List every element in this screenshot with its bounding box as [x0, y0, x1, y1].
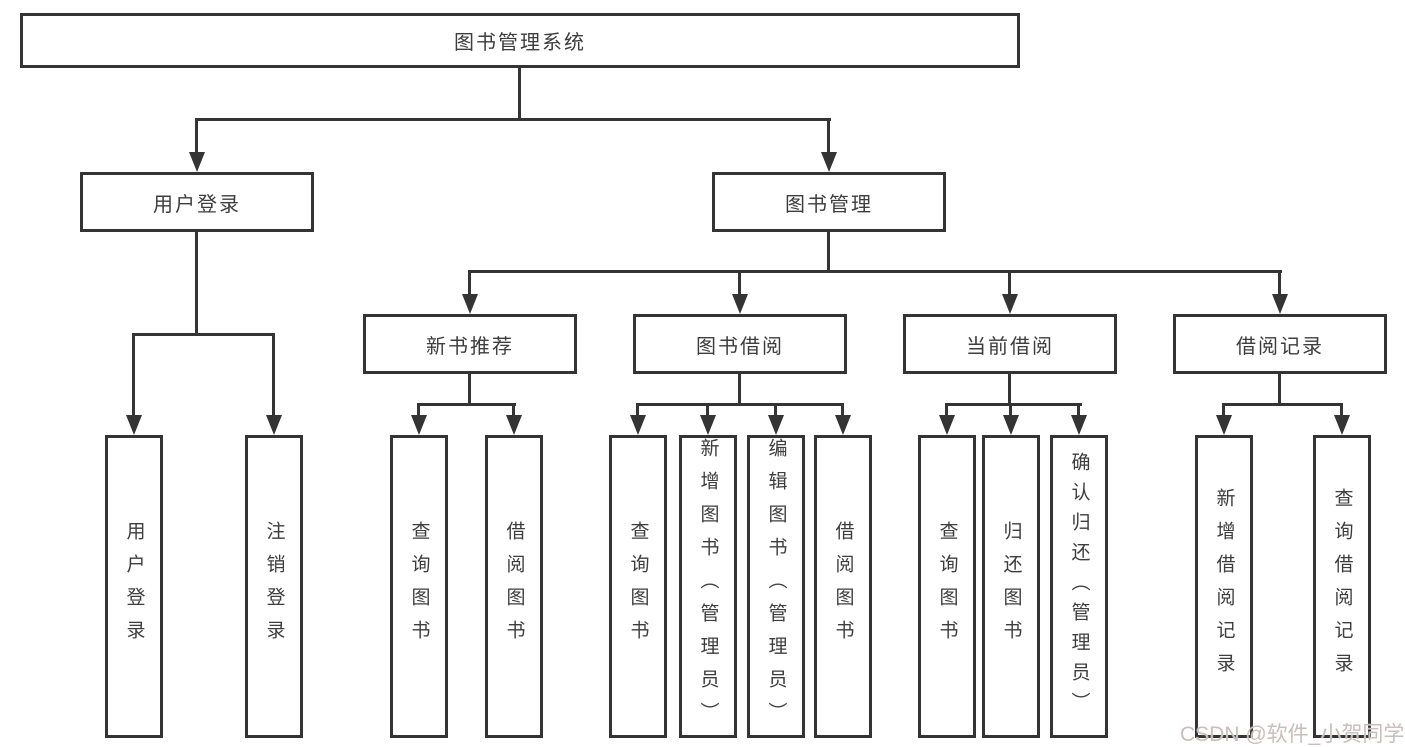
connector-vline	[195, 118, 198, 154]
leaf-borrow-books-recommend-label: 借阅图书	[503, 520, 525, 653]
connector-hline	[636, 403, 844, 406]
arrow-down-icon	[189, 152, 205, 172]
leaf-borrow-books-borrowing: 借阅图书	[814, 435, 872, 738]
connector-vline	[1222, 403, 1225, 417]
connector-hline	[468, 270, 1282, 273]
connector-vline	[738, 270, 741, 296]
connector-vline	[1278, 374, 1281, 405]
connector-vline	[827, 232, 830, 272]
arrow-down-icon	[411, 415, 427, 435]
leaf-query-books-current: 查询图书	[918, 435, 976, 738]
arrow-down-icon	[821, 152, 837, 172]
arrow-down-icon	[768, 415, 784, 435]
connector-hline	[132, 333, 275, 336]
node-current-borrowing-label: 当前借阅	[966, 335, 1054, 358]
connector-hline	[417, 403, 516, 406]
node-library-system-label: 图书管理系统	[454, 32, 586, 54]
leaf-user-login-label: 用户登录	[123, 520, 145, 653]
connector-hline	[945, 403, 1082, 406]
node-book-borrowing-label: 图书借阅	[696, 335, 784, 358]
leaf-query-books-recommend-label: 查询图书	[408, 520, 430, 653]
connector-vline	[468, 270, 471, 296]
leaf-logout: 注销登录	[245, 435, 303, 738]
leaf-query-books-current-label: 查询图书	[936, 520, 958, 653]
node-user-login-label: 用户登录	[153, 193, 241, 216]
leaf-query-books-borrowing: 查询图书	[609, 435, 667, 738]
connector-vline	[1008, 270, 1011, 296]
connector-vline	[468, 374, 471, 405]
node-user-login: 用户登录	[80, 172, 314, 232]
leaf-return-book-label: 归还图书	[1000, 520, 1022, 653]
arrow-down-icon	[266, 415, 282, 435]
leaf-confirm-return-admin-label: 确认归还（管理员）	[1068, 451, 1090, 722]
leaf-logout-label: 注销登录	[263, 520, 285, 653]
arrow-down-icon	[700, 415, 716, 435]
connector-vline	[1009, 403, 1012, 417]
node-new-book-recommendation: 新书推荐	[363, 314, 577, 374]
arrow-down-icon	[1216, 415, 1232, 435]
node-book-management: 图书管理	[712, 172, 946, 232]
arrow-down-icon	[630, 415, 646, 435]
leaf-query-books-recommend: 查询图书	[390, 435, 448, 738]
arrow-down-icon	[1002, 294, 1018, 314]
leaf-borrow-books-recommend: 借阅图书	[485, 435, 543, 738]
leaf-borrow-books-borrowing-label: 借阅图书	[832, 520, 854, 653]
node-new-book-recommendation-label: 新书推荐	[426, 335, 514, 358]
connector-vline	[841, 403, 844, 417]
arrow-down-icon	[1272, 294, 1288, 314]
arrow-down-icon	[126, 415, 142, 435]
connector-hline	[195, 118, 831, 121]
arrow-down-icon	[1071, 415, 1087, 435]
arrow-down-icon	[1334, 415, 1350, 435]
connector-vline	[774, 403, 777, 417]
connector-vline	[132, 333, 135, 417]
node-borrowing-records-label: 借阅记录	[1236, 335, 1324, 358]
connector-vline	[738, 374, 741, 405]
leaf-return-book: 归还图书	[982, 435, 1040, 738]
leaf-query-borrow-record: 查询借阅记录	[1313, 435, 1371, 738]
connector-vline	[272, 333, 275, 417]
arrow-down-icon	[835, 415, 851, 435]
connector-vline	[827, 118, 830, 154]
csdn-watermark: CSDN @软件_小贺同学	[1180, 723, 1405, 746]
connector-vline	[195, 232, 198, 335]
leaf-add-book-admin: 新增图书（管理员）	[679, 435, 737, 738]
connector-vline	[636, 403, 639, 417]
arrow-down-icon	[506, 415, 522, 435]
leaf-add-borrow-record-label: 新增借阅记录	[1213, 487, 1235, 686]
connector-vline	[417, 403, 420, 417]
arrow-down-icon	[939, 415, 955, 435]
arrow-down-icon	[732, 294, 748, 314]
node-current-borrowing: 当前借阅	[903, 314, 1117, 374]
connector-vline	[706, 403, 709, 417]
connector-vline	[512, 403, 515, 417]
connector-vline	[1077, 403, 1080, 417]
leaf-query-books-borrowing-label: 查询图书	[627, 520, 649, 653]
connector-hline	[1222, 403, 1343, 406]
arrow-down-icon	[462, 294, 478, 314]
node-borrowing-records: 借阅记录	[1173, 314, 1387, 374]
leaf-edit-book-admin-label: 编辑图书（管理员）	[765, 438, 787, 735]
connector-vline	[1278, 270, 1281, 296]
node-book-borrowing: 图书借阅	[633, 314, 847, 374]
leaf-user-login: 用户登录	[105, 435, 163, 738]
node-library-system: 图书管理系统	[20, 13, 1020, 68]
connector-vline	[518, 68, 521, 120]
leaf-confirm-return-admin: 确认归还（管理员）	[1050, 435, 1108, 738]
node-book-management-label: 图书管理	[785, 193, 873, 216]
connector-vline	[1008, 374, 1011, 405]
connector-vline	[945, 403, 948, 417]
arrow-down-icon	[1003, 415, 1019, 435]
connector-vline	[1340, 403, 1343, 417]
leaf-edit-book-admin: 编辑图书（管理员）	[747, 435, 805, 738]
leaf-add-book-admin-label: 新增图书（管理员）	[697, 438, 719, 735]
leaf-query-borrow-record-label: 查询借阅记录	[1331, 487, 1353, 686]
leaf-add-borrow-record: 新增借阅记录	[1195, 435, 1253, 738]
